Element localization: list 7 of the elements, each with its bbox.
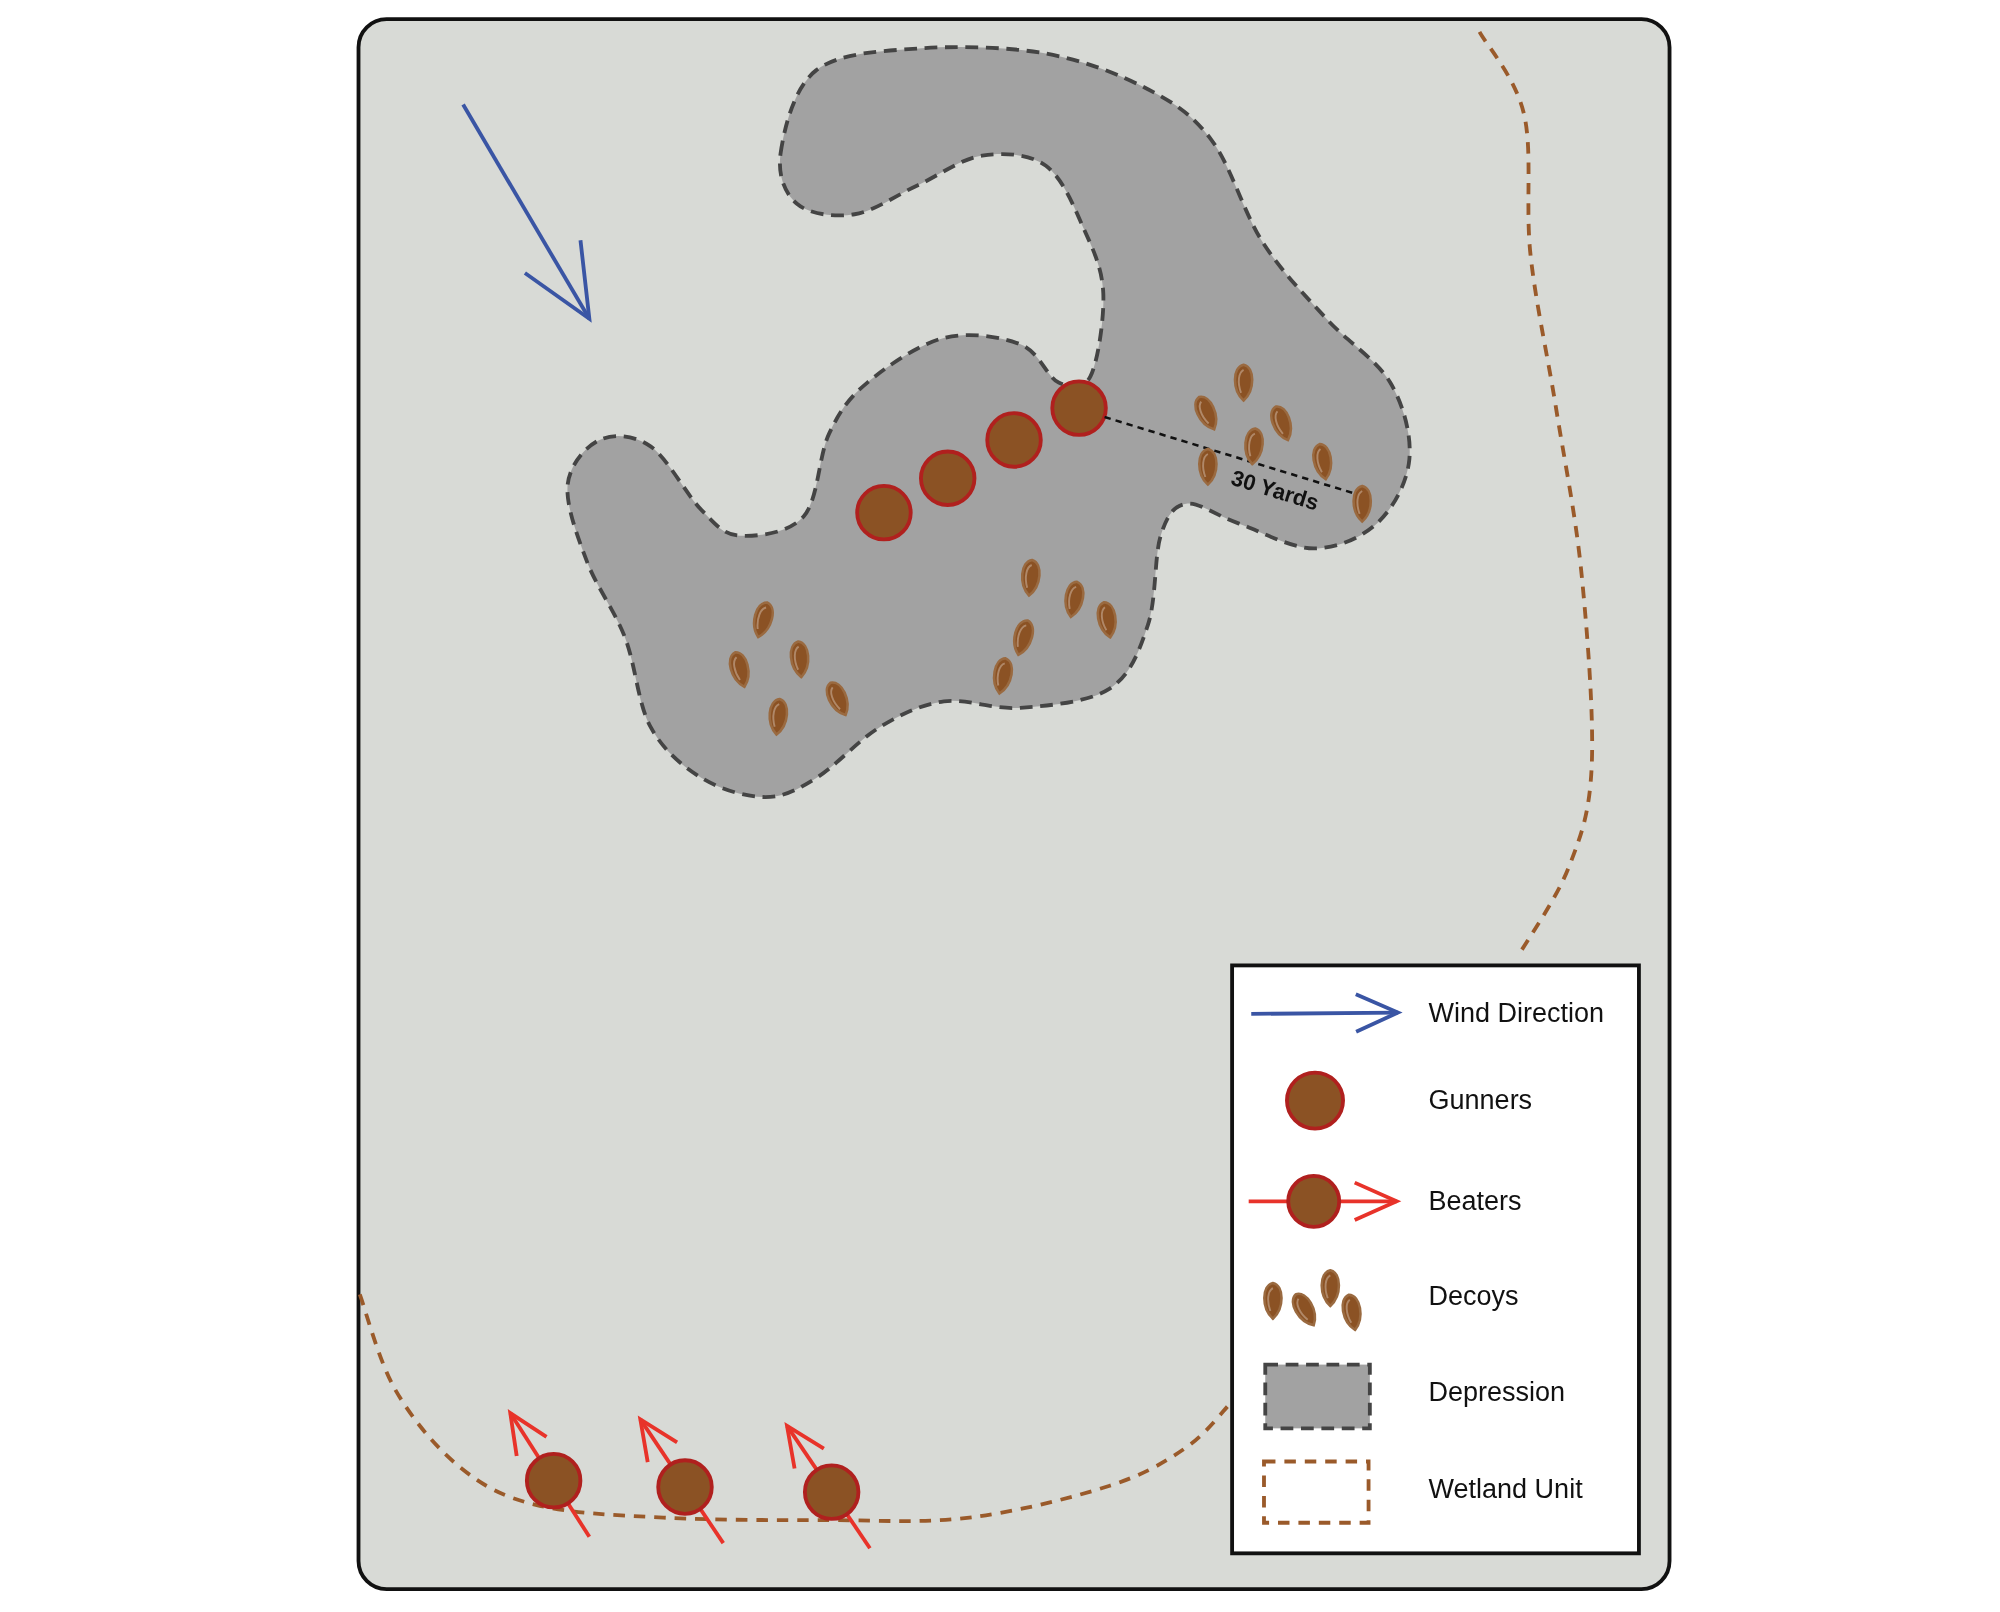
legend-label: Depression <box>1428 1378 1566 1406</box>
legend-label: Decoys <box>1428 1283 1519 1311</box>
legend-label: Beaters <box>1428 1187 1522 1215</box>
legend-label: Gunners <box>1428 1086 1533 1114</box>
legend-label: Wind Direction <box>1428 1000 1605 1027</box>
dimension-label: 30 Yards <box>1228 466 1321 515</box>
legend-label: Wetland Unit <box>1428 1475 1583 1503</box>
